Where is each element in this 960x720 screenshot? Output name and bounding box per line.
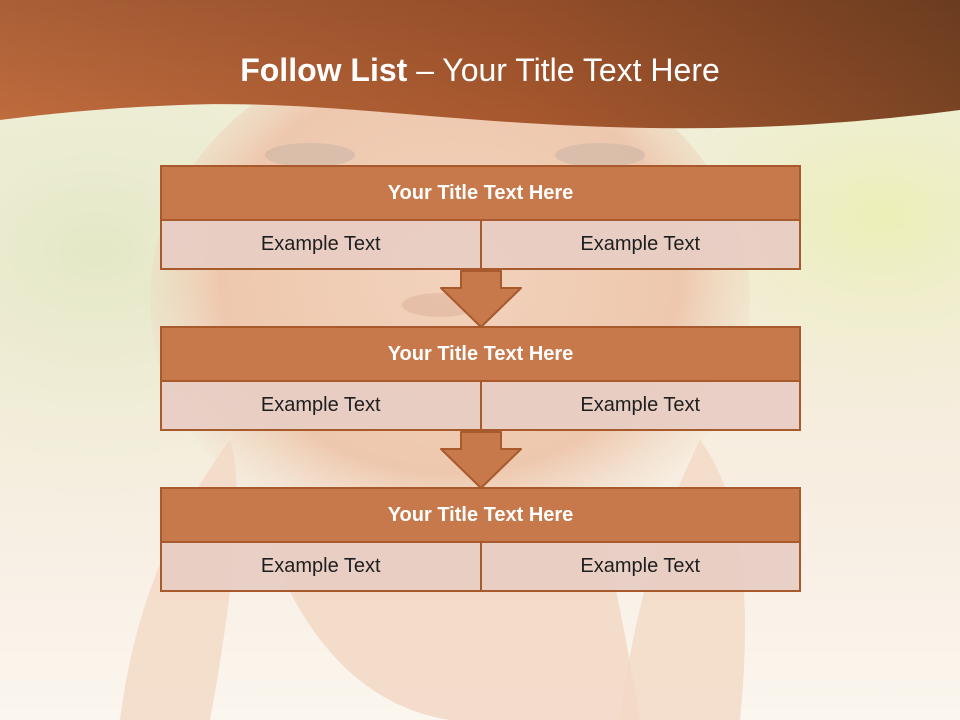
step-right-text: Example Text	[481, 543, 801, 592]
step-title: Your Title Text Here	[160, 165, 801, 221]
step-title: Your Title Text Here	[160, 326, 801, 382]
step-row: Example Text Example Text	[160, 543, 801, 592]
header-band	[0, 0, 960, 129]
step-right-text: Example Text	[481, 221, 801, 270]
step-left-text: Example Text	[160, 221, 482, 270]
right-eye	[555, 143, 645, 167]
down-arrow-icon	[440, 431, 522, 489]
step-row: Example Text Example Text	[160, 382, 801, 431]
step-block-1: Your Title Text Here Example Text Exampl…	[160, 165, 801, 270]
step-block-2: Your Title Text Here Example Text Exampl…	[160, 326, 801, 431]
step-left-text: Example Text	[160, 382, 482, 431]
step-row: Example Text Example Text	[160, 221, 801, 270]
step-right-text: Example Text	[481, 382, 801, 431]
page-title-rest: – Your Title Text Here	[407, 52, 720, 88]
step-left-text: Example Text	[160, 543, 482, 592]
left-eye	[265, 143, 355, 167]
step-block-3: Your Title Text Here Example Text Exampl…	[160, 487, 801, 592]
down-arrow-icon	[440, 270, 522, 328]
page-title-bold: Follow List	[240, 52, 408, 88]
page-title: Follow List – Your Title Text Here	[0, 52, 960, 89]
step-title: Your Title Text Here	[160, 487, 801, 543]
